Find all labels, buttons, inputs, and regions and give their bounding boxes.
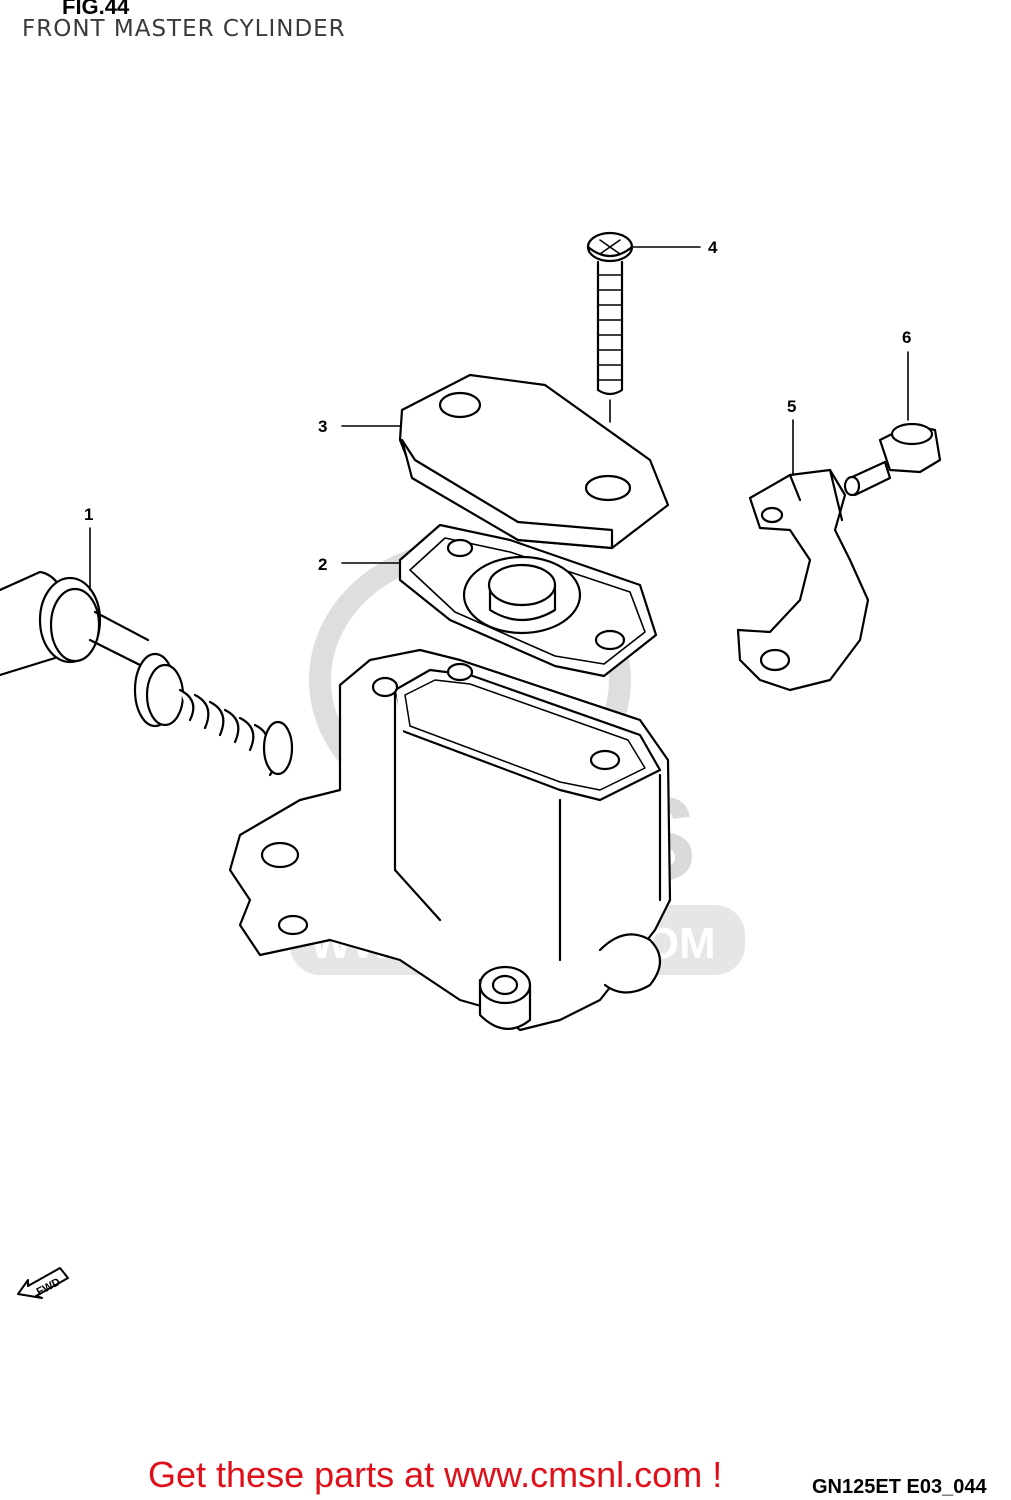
- parts-link-cta[interactable]: Get these parts at www.cmsnl.com !: [148, 1454, 723, 1495]
- callout-6: 6: [902, 328, 911, 347]
- part-master-cylinder-body: [228, 648, 672, 1032]
- fwd-arrow-icon: FWD: [14, 1254, 74, 1300]
- callout-1: 1: [84, 505, 93, 524]
- figure-title: FRONT MASTER CYLINDER: [22, 16, 346, 42]
- part-reservoir-cap: [398, 373, 670, 550]
- callout-2: 2: [318, 555, 327, 574]
- part-diaphragm: [398, 523, 658, 678]
- callout-4: 4: [708, 238, 718, 257]
- diagram-code: GN125ET E03_044: [812, 1476, 987, 1498]
- callout-3: 3: [318, 417, 327, 436]
- callout-5: 5: [787, 397, 796, 416]
- leader-lines: [89, 246, 909, 591]
- figure-number: FIG.44: [62, 0, 130, 19]
- part-holder-clamp: [736, 468, 870, 692]
- part-bolt: [843, 422, 942, 497]
- part-piston-assembly: [0, 570, 294, 777]
